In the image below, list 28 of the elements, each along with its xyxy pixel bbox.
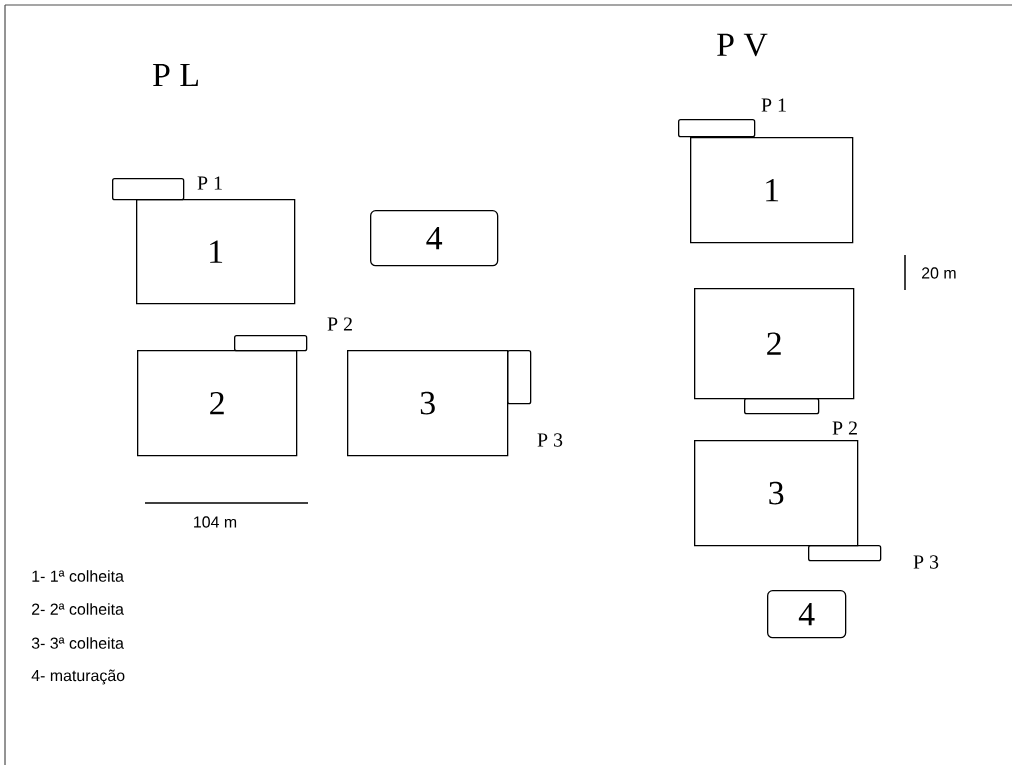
legend-text: 4- maturação	[31, 669, 125, 685]
rounded-box: 4	[767, 590, 847, 639]
small-rectangle	[234, 335, 308, 352]
plot-box: 2	[694, 288, 855, 400]
heading: P V	[717, 33, 768, 57]
legend-text: 1- 1ª colheita	[32, 570, 124, 582]
plot-label: P 3	[913, 555, 939, 569]
small-rectangle	[808, 545, 882, 562]
small-rectangle	[112, 178, 185, 201]
plot-label: P 3	[537, 433, 563, 447]
rounded-box: 4	[370, 210, 499, 267]
plot-label: P 1	[761, 98, 786, 112]
heading: P L	[153, 63, 198, 87]
plot-box: 3	[694, 440, 859, 547]
plot-box: 3	[347, 350, 509, 457]
small-rectangle	[678, 119, 756, 138]
plot-box: 2	[137, 350, 298, 457]
plot-label: P 2	[327, 317, 352, 331]
plot-box: 1	[136, 199, 296, 305]
plot-label: P 2	[832, 421, 857, 435]
plot-box: 1	[690, 137, 854, 244]
small-rectangle	[744, 398, 820, 415]
dimension-text: 20 m	[922, 267, 956, 279]
legend-text: 3- 3ª colheita	[31, 637, 124, 649]
plot-label: P 1	[197, 176, 222, 190]
legend-text: 2- 2ª colheita	[32, 603, 124, 615]
dimension-text: 104 m	[194, 516, 237, 528]
small-rectangle	[507, 350, 532, 405]
